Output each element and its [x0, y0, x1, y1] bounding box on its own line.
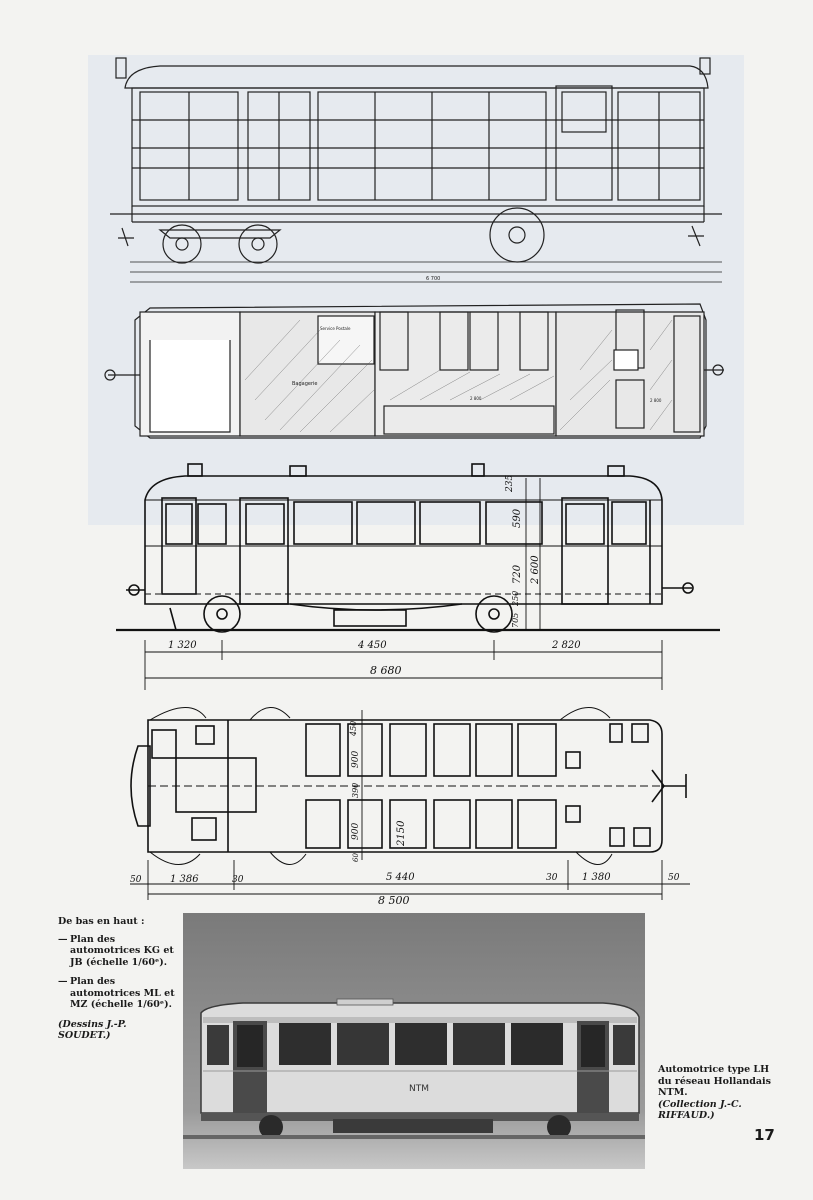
dim-5440: 5 440	[386, 872, 415, 883]
caption-left-item-2: Plan des automotrices ML et MZ (échelle …	[58, 976, 178, 1011]
page-number: 17	[754, 1126, 775, 1144]
floor-plan-new-car	[130, 707, 690, 900]
caption-right-text: Automotrice type LH du réseau Hollandais…	[658, 1064, 772, 1098]
side-elevation-old-car	[110, 57, 722, 283]
technical-drawings: 6 700	[88, 55, 744, 905]
car-lettering: NTM	[409, 1084, 429, 1094]
dim-30-left: 30	[232, 875, 244, 885]
caption-right: Automotrice type LH du réseau Hollandais…	[658, 1064, 773, 1122]
dim-720: 720	[512, 564, 523, 584]
caption-left: De bas en haut : Plan des automotrices K…	[58, 916, 178, 1042]
dim-total-8500: 8 500	[378, 894, 410, 905]
top-length-label: 6 700	[426, 276, 440, 282]
dim-50-right: 50	[668, 873, 680, 883]
dim-250: 250	[511, 591, 520, 607]
railcar-photo-image: NTM	[183, 913, 645, 1169]
plan-label-bagagerie: Bagagerie	[292, 381, 318, 387]
side-elevation-new-car	[116, 463, 720, 690]
dim-590: 590	[512, 508, 523, 528]
dim-2600: 2 600	[530, 555, 541, 585]
dim-30-right: 30	[546, 873, 558, 883]
drawing-backdrop	[88, 55, 744, 525]
caption-left-item-1: Plan des automotrices KG et JB (échelle …	[58, 934, 178, 969]
dim-390: 390	[351, 783, 360, 798]
dim-total-8680: 8 680	[370, 664, 402, 677]
dim-1380: 1 380	[582, 872, 611, 883]
caption-right-credit: (Collection J.-C. RIFFAUD.)	[658, 1098, 742, 1122]
plan-label-2800-b: 2 800	[650, 398, 662, 403]
dim-1386: 1 386	[170, 874, 199, 885]
dim-50-left: 50	[130, 875, 142, 885]
dim-235: 235	[505, 475, 515, 493]
floor-plan-hatching	[244, 319, 673, 433]
dim-900-bottom: 900	[351, 823, 361, 840]
dim-1320: 1 320	[168, 640, 197, 651]
caption-left-heading: De bas en haut :	[58, 916, 145, 927]
dim-900-top: 900	[351, 751, 361, 768]
plan-label-service-postale: Service Postale	[320, 326, 351, 331]
railcar-photo: NTM	[183, 913, 645, 1169]
dim-60: 60	[352, 853, 360, 862]
dim-2820: 2 820	[551, 640, 581, 651]
dim-4450: 4 450	[357, 640, 387, 651]
dim-2150: 2150	[396, 820, 407, 847]
dim-705: 705	[511, 613, 520, 628]
dim-450: 450	[349, 721, 358, 737]
caption-left-credit: (Dessins J.-P. SOUDET.)	[58, 1018, 127, 1042]
plan-label-2800-a: 2 800	[470, 396, 482, 401]
floor-plan-old-car	[104, 303, 724, 439]
